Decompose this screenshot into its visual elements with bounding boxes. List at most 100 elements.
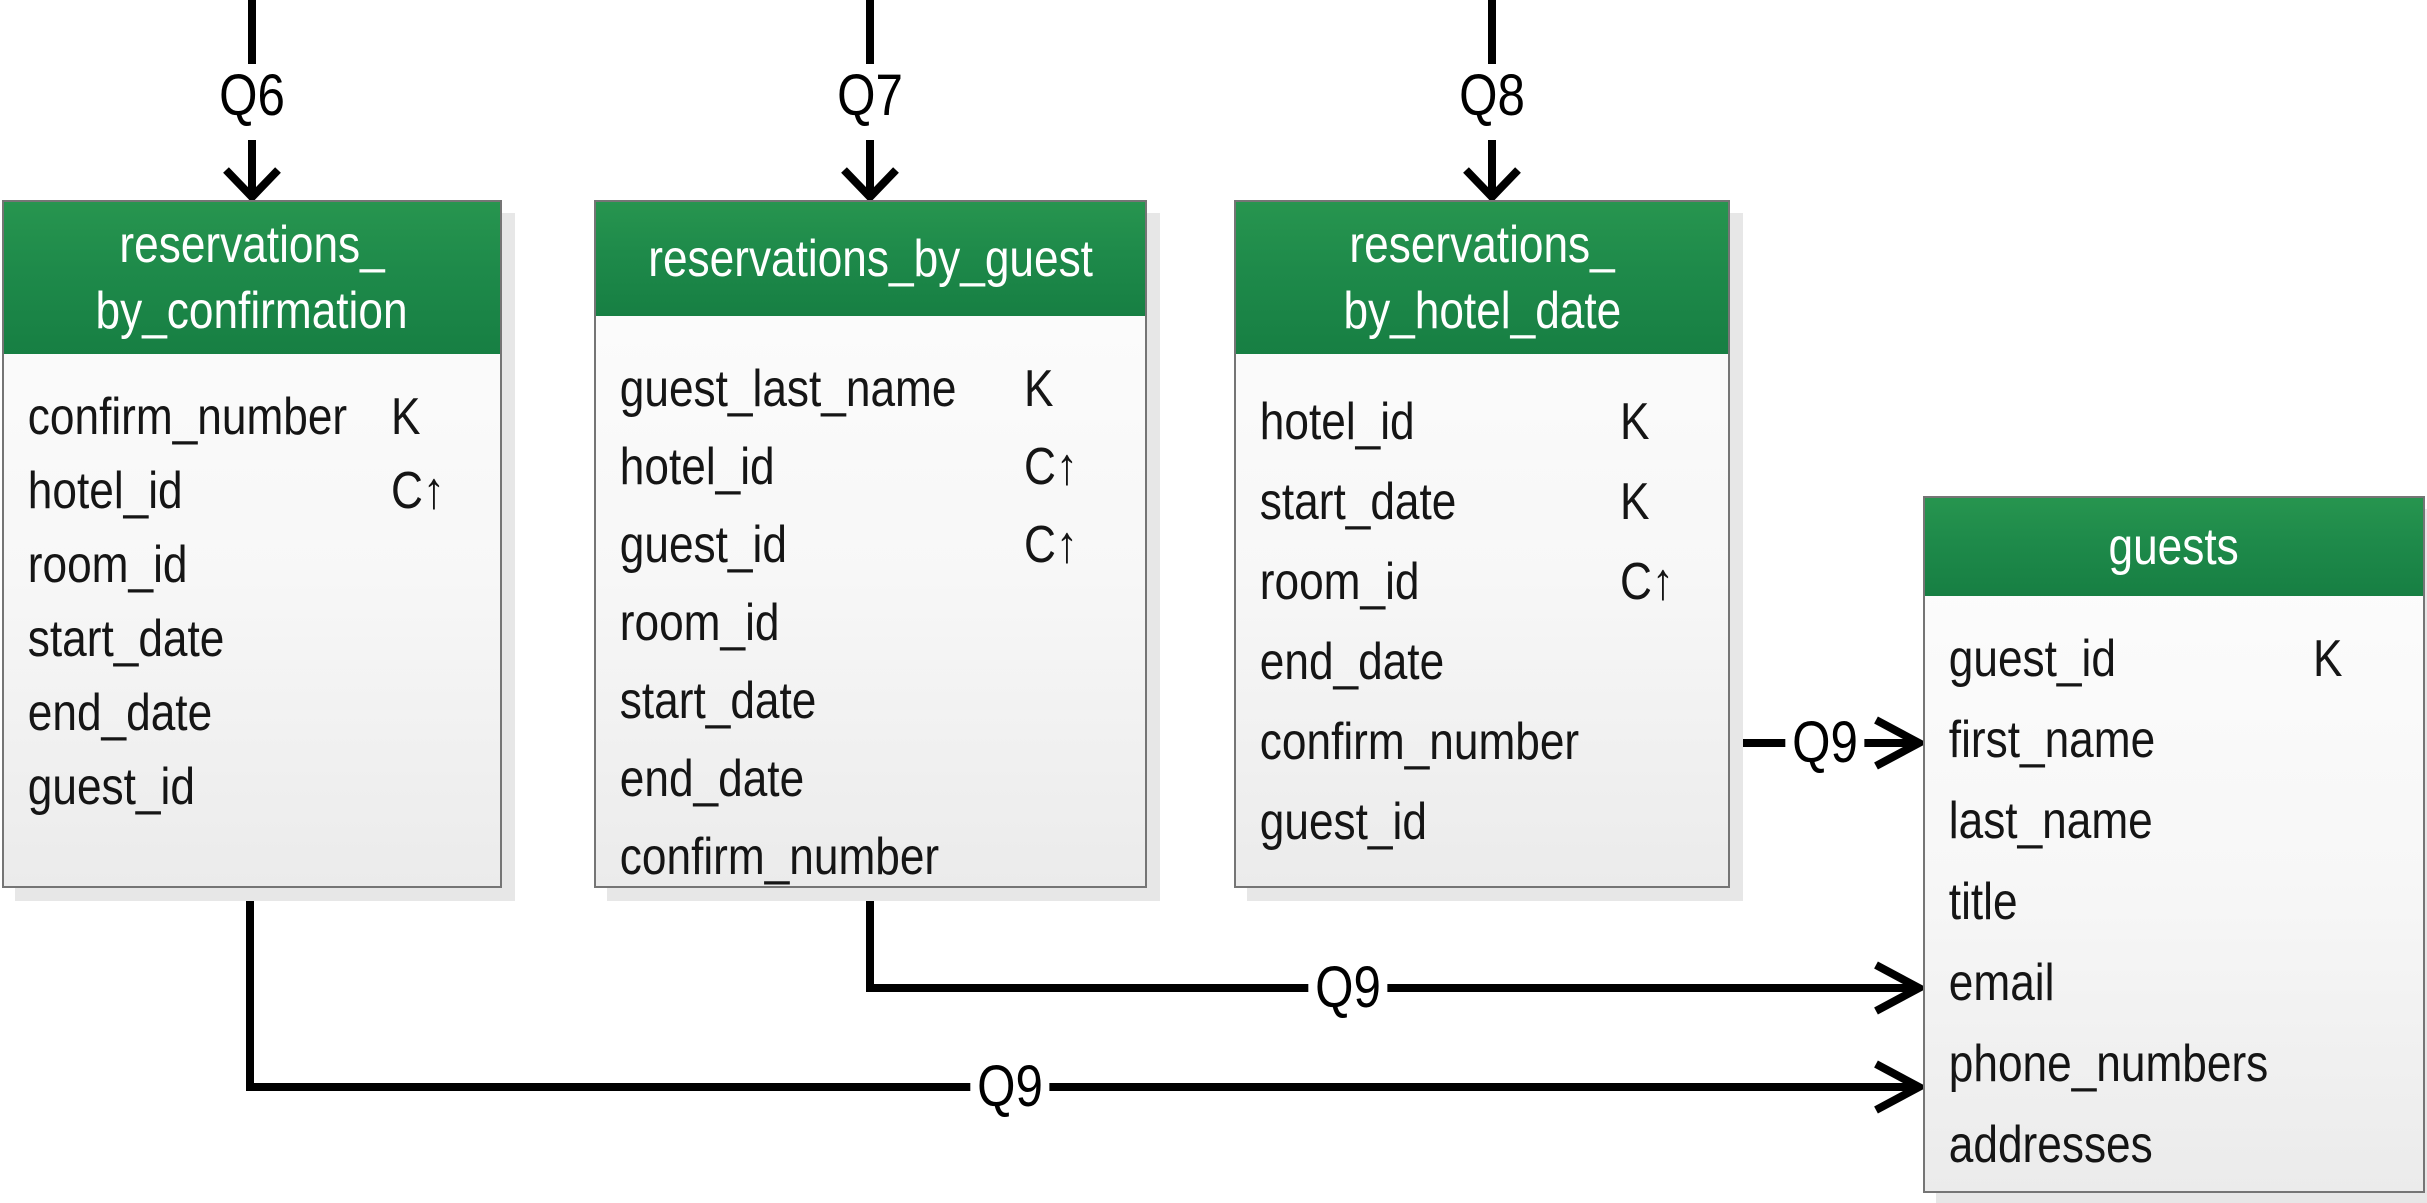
field-name: hotel_id [619, 438, 775, 496]
field-name: room_id [619, 594, 780, 652]
table-reservations-by-hotel-date: reservations_ by_hotel_date hotel_id K s… [1234, 200, 1730, 888]
query-label-q6: Q6 [212, 65, 292, 127]
field-row: last_name [1925, 780, 2423, 861]
query-label-q9-confirmation: Q9 [970, 1056, 1050, 1118]
field-row: end_date [596, 740, 1145, 818]
table-reservations-by-guest: reservations_by_guest guest_last_name K … [594, 200, 1147, 888]
field-row: hotel_id C↑ [4, 454, 500, 528]
field-name: email [1948, 953, 2055, 1012]
table-title: reservations_by_guest [648, 230, 1093, 288]
field-row: start_date [4, 602, 500, 676]
field-name: guest_id [1948, 629, 2116, 688]
field-name: first_name [1948, 710, 2156, 769]
field-key: K [1024, 350, 1059, 428]
field-name: last_name [1948, 791, 2153, 850]
query-label-q8: Q8 [1452, 65, 1532, 127]
field-row: end_date [4, 676, 500, 750]
q9-confirmation-line [246, 890, 1916, 1091]
field-name: start_date [1259, 473, 1457, 531]
field-row: confirm_number [596, 818, 1145, 896]
field-name: room_id [27, 536, 188, 594]
query-label-q9-hotel-date: Q9 [1785, 712, 1865, 774]
field-name: confirm_number [619, 828, 940, 886]
field-name: guest_id [27, 758, 195, 816]
table-body: guest_id K first_name last_name title em… [1925, 596, 2423, 1185]
q9-hotel-date-arrowhead [1874, 716, 1928, 770]
field-row: guest_id K [1925, 618, 2423, 699]
field-row: room_id [596, 584, 1145, 662]
field-name: hotel_id [1259, 393, 1415, 451]
table-body: confirm_number K hotel_id C↑ room_id sta… [4, 354, 500, 824]
table-title: guests [2108, 518, 2240, 576]
field-name: addresses [1948, 1115, 2153, 1174]
field-key: C↑ [1024, 506, 1088, 584]
field-row: guest_last_name K [596, 350, 1145, 428]
q8-arrowhead [1463, 167, 1521, 203]
field-row: room_id C↑ [1236, 542, 1728, 622]
field-key: C↑ [1620, 542, 1684, 622]
field-row: guest_id [1236, 782, 1728, 862]
field-name: title [1948, 872, 2018, 931]
q6-arrowhead [223, 167, 281, 203]
q9-confirmation-arrowhead [1874, 1060, 1928, 1114]
field-name: start_date [27, 610, 225, 668]
key-symbol: C↑ [1024, 438, 1079, 496]
field-key: K [1620, 382, 1655, 462]
q9-guest-arrowhead [1874, 961, 1928, 1015]
table-title-line2: by_hotel_date [1343, 282, 1621, 340]
table-reservations-by-confirmation: reservations_ by_confirmation confirm_nu… [2, 200, 502, 888]
key-symbol: K [1619, 473, 1650, 531]
field-row: title [1925, 861, 2423, 942]
query-label-q9-guest: Q9 [1308, 957, 1388, 1019]
q9-guest-line [866, 890, 1916, 992]
field-key: C↑ [1024, 428, 1088, 506]
field-name: room_id [1259, 553, 1420, 611]
key-symbol: K [1619, 393, 1650, 451]
key-symbol: C↑ [1024, 516, 1079, 574]
field-row: start_date K [1236, 462, 1728, 542]
field-key: C↑ [391, 454, 455, 528]
field-key: K [2313, 618, 2348, 699]
table-guests: guests guest_id K first_name last_name t… [1923, 496, 2425, 1193]
table-header: reservations_by_guest [596, 202, 1145, 316]
field-name: guest_last_name [619, 360, 957, 418]
field-name: phone_numbers [1948, 1034, 2269, 1093]
field-row: guest_id [4, 750, 500, 824]
field-row: start_date [596, 662, 1145, 740]
field-row: room_id [4, 528, 500, 602]
table-title-line1: reservations_ [1349, 216, 1615, 274]
key-symbol: C↑ [390, 462, 445, 520]
field-name: guest_id [619, 516, 787, 574]
field-name: confirm_number [1259, 713, 1580, 771]
field-row: hotel_id C↑ [596, 428, 1145, 506]
key-symbol: K [390, 388, 421, 446]
field-row: confirm_number [1236, 702, 1728, 782]
field-row: confirm_number K [4, 380, 500, 454]
field-name: end_date [619, 750, 805, 808]
table-body: guest_last_name K hotel_id C↑ guest_id C… [596, 316, 1145, 896]
field-row: addresses [1925, 1104, 2423, 1185]
key-symbol: K [2313, 629, 2343, 688]
field-row: end_date [1236, 622, 1728, 702]
key-symbol: C↑ [1619, 553, 1674, 611]
field-name: end_date [1259, 633, 1445, 691]
table-header: reservations_ by_confirmation [4, 202, 500, 354]
query-label-q7: Q7 [830, 65, 910, 127]
q7-arrowhead [841, 167, 899, 203]
field-name: end_date [27, 684, 213, 742]
table-header: guests [1925, 498, 2423, 596]
field-name: hotel_id [27, 462, 183, 520]
table-body: hotel_id K start_date K room_id C↑ end_d… [1236, 354, 1728, 862]
field-key: K [391, 380, 426, 454]
field-row: hotel_id K [1236, 382, 1728, 462]
table-header: reservations_ by_hotel_date [1236, 202, 1728, 354]
field-row: first_name [1925, 699, 2423, 780]
field-row: email [1925, 942, 2423, 1023]
table-title-line1: reservations_ [119, 216, 385, 274]
key-symbol: K [1024, 360, 1054, 418]
field-name: start_date [619, 672, 817, 730]
table-title-line2: by_confirmation [95, 282, 409, 340]
field-row: guest_id C↑ [596, 506, 1145, 584]
field-row: phone_numbers [1925, 1023, 2423, 1104]
